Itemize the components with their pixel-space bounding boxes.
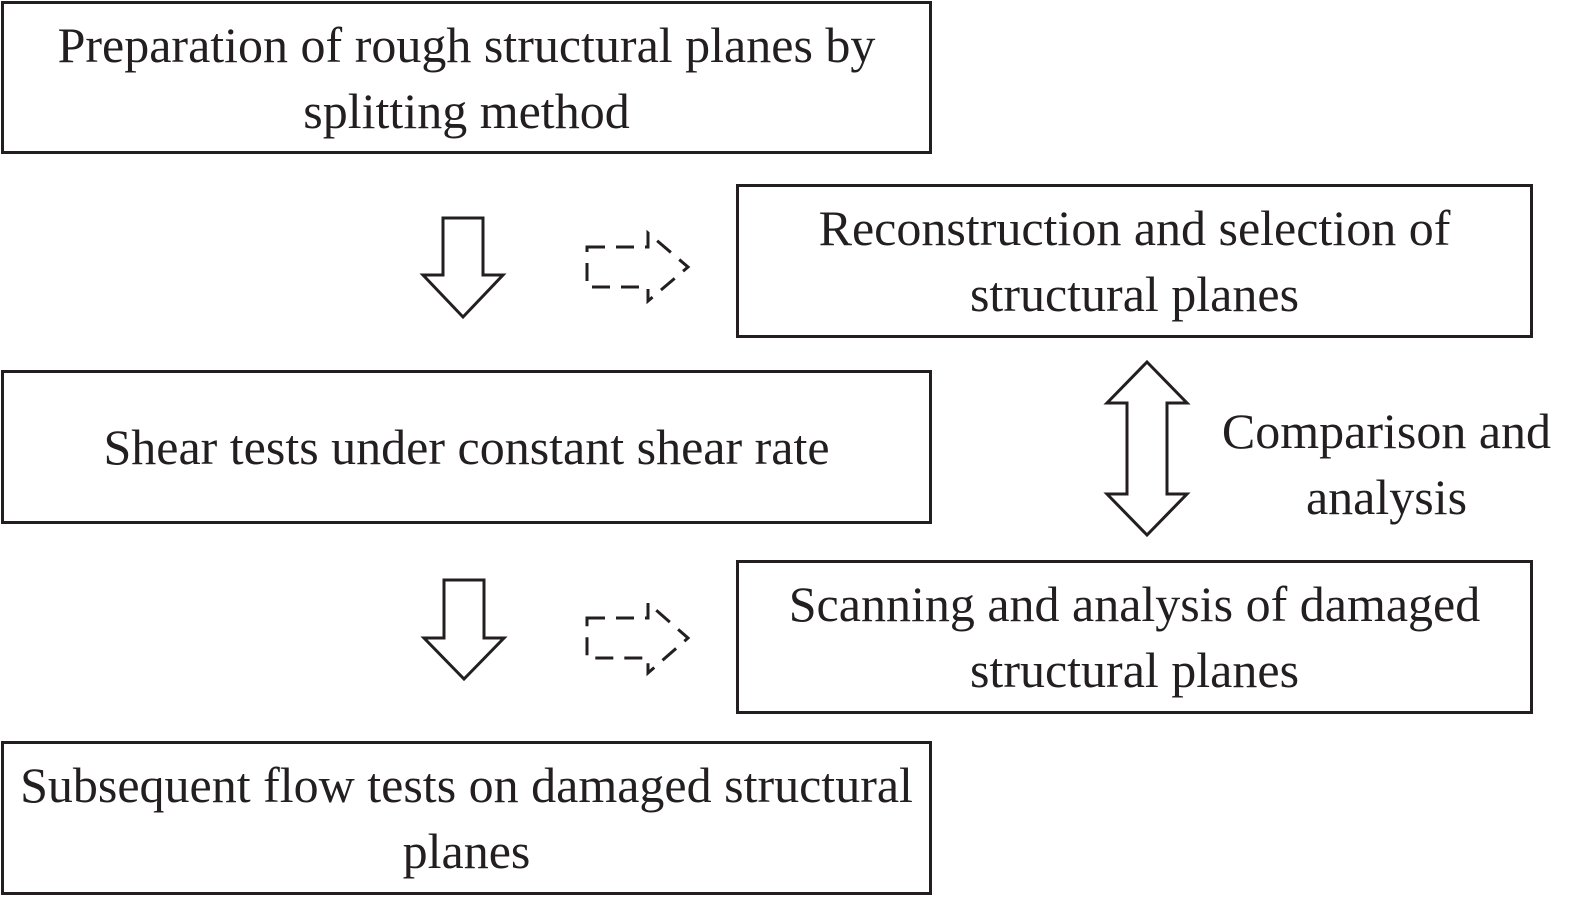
shear-tests-text: Shear tests under constant shear rate [103,419,830,475]
preparation-text: Preparation of rough structural planes b… [57,16,876,139]
dashed-right-arrow-icon [585,229,691,305]
flow-tests-text: Subsequent flow tests on damaged structu… [20,757,913,879]
scanning-box: Scanning and analysis of damaged structu… [736,560,1533,714]
down-arrow-icon [420,578,508,682]
reconstruction-text: Reconstruction and selection of structur… [818,200,1451,322]
scanning-text: Scanning and analysis of damaged structu… [788,576,1481,698]
flow-tests-box: Subsequent flow tests on damaged structu… [1,741,932,895]
double-arrow-icon [1103,359,1191,538]
down-arrow-icon [419,216,507,320]
reconstruction-box: Reconstruction and selection of structur… [736,184,1533,338]
dashed-right-arrow-icon [585,599,691,677]
preparation-box: Preparation of rough structural planes b… [1,1,932,154]
shear-tests-box: Shear tests under constant shear rate [1,370,932,524]
comparison-label: Comparison and analysis [1221,403,1552,525]
